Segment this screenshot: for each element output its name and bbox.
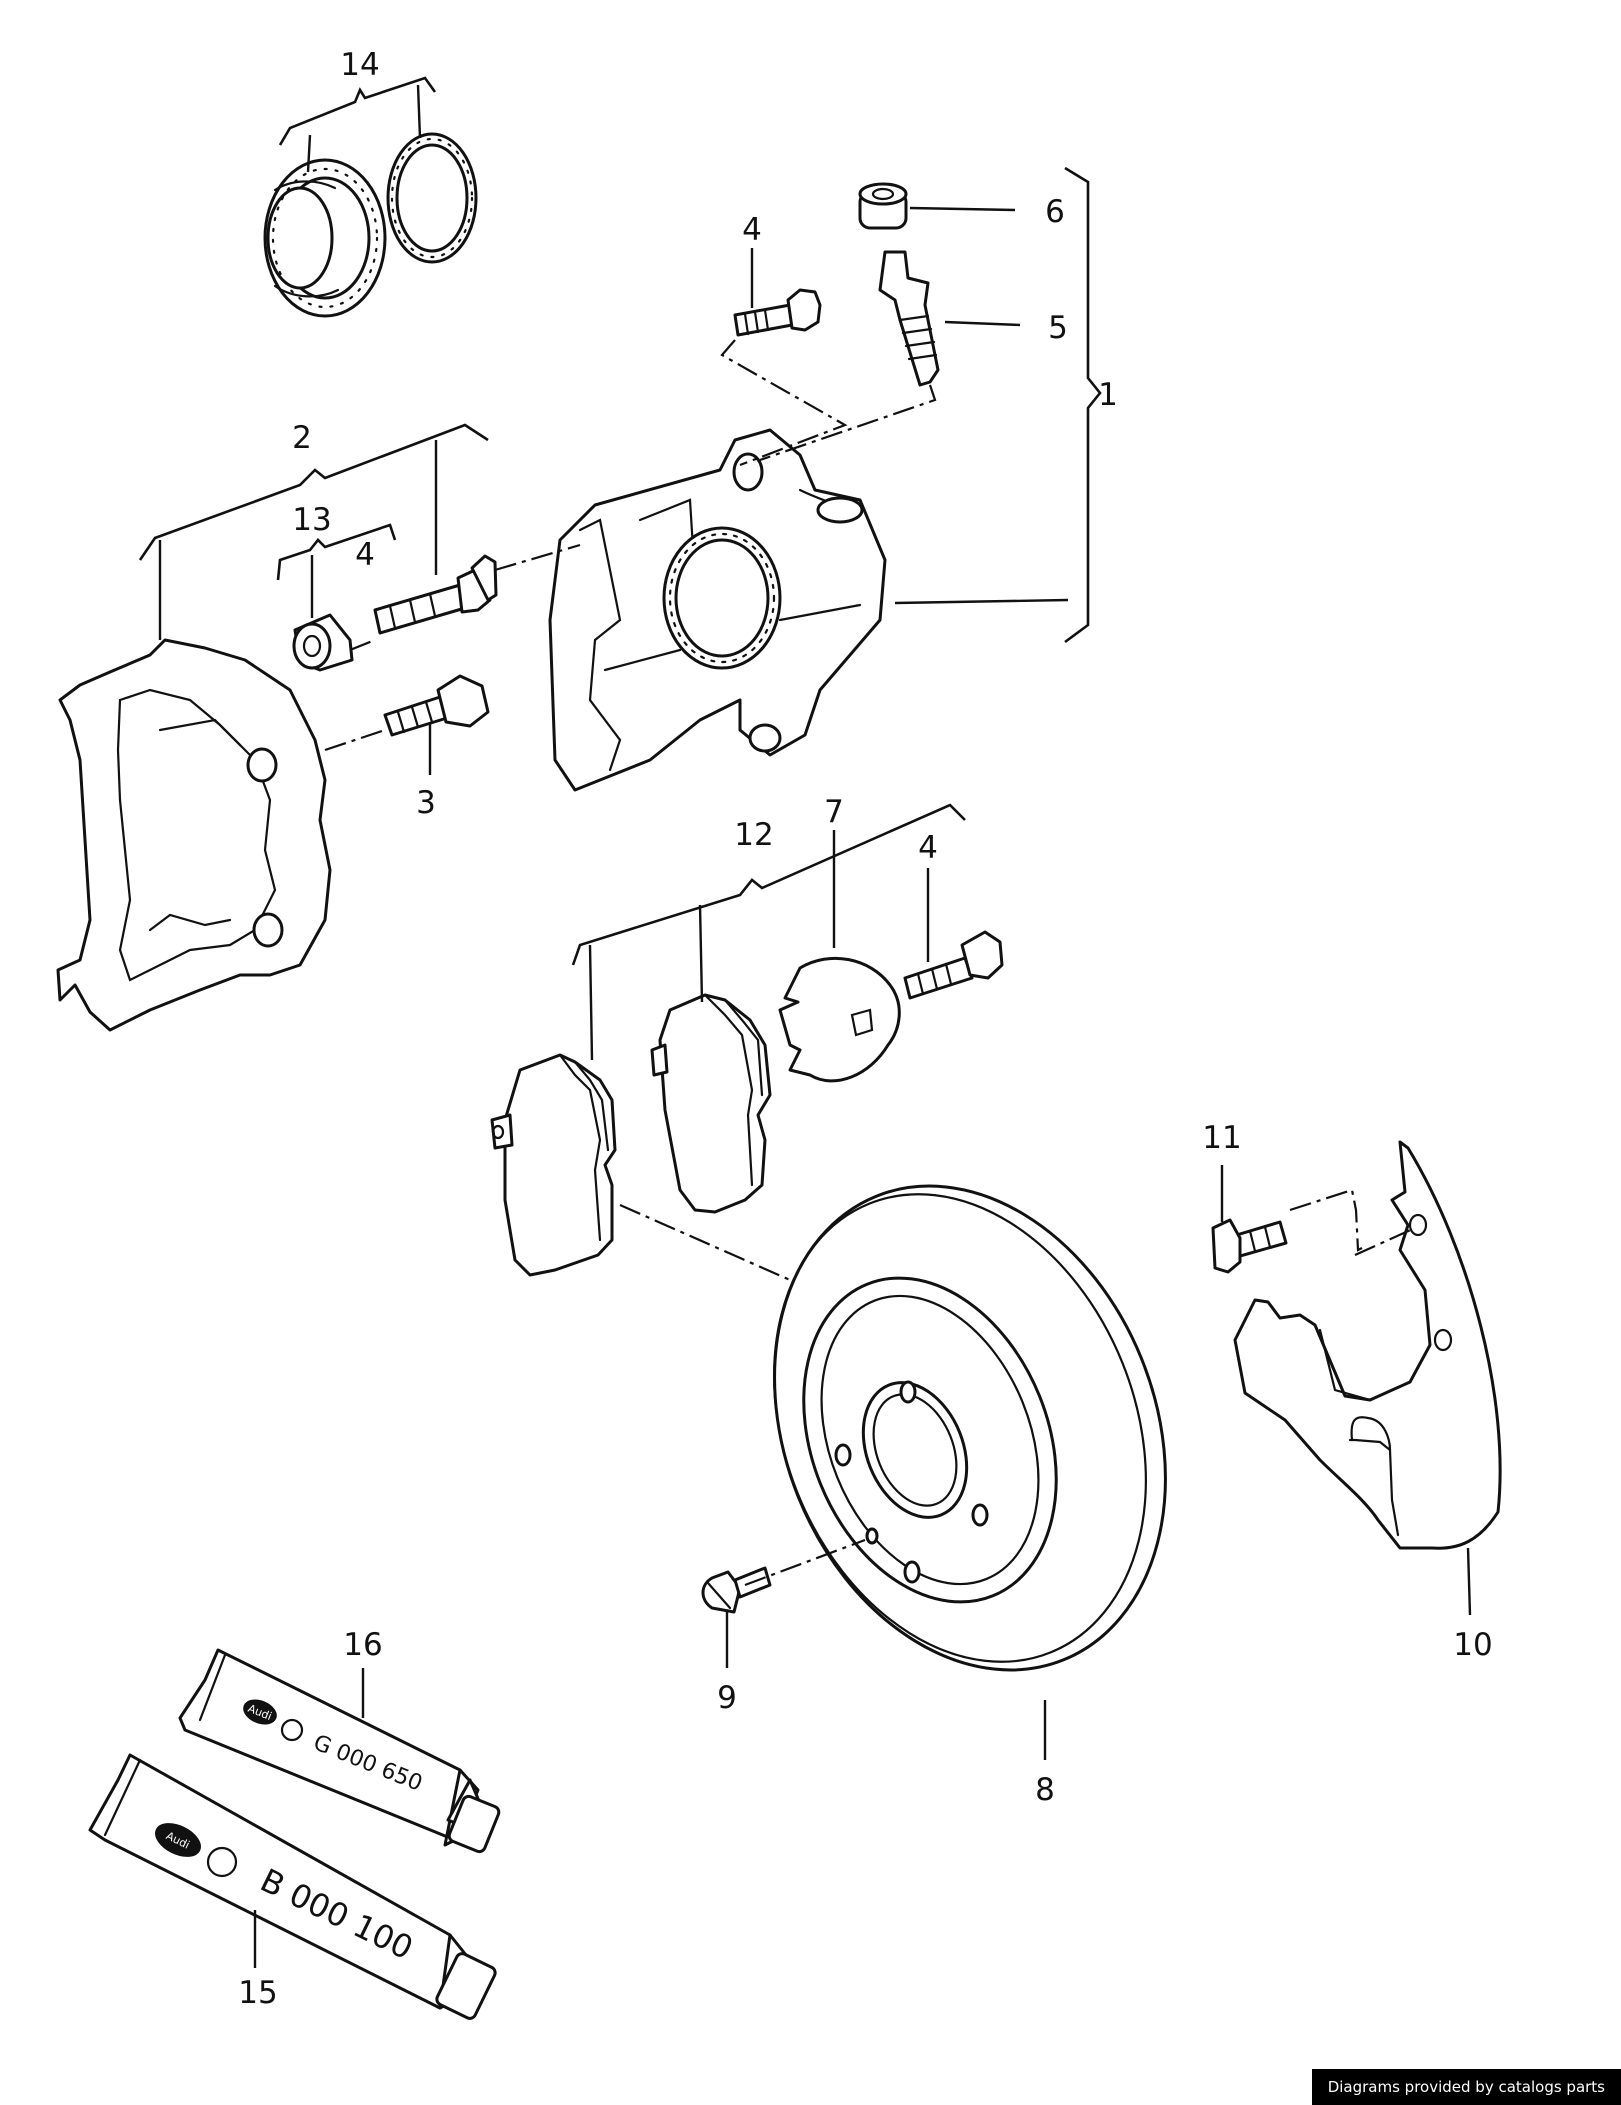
callout-16: 16: [343, 1627, 382, 1663]
brake-disc-part: [773, 1184, 1167, 1672]
brake-pad-inner-part: [650, 993, 772, 1214]
grease-tube-small-part: Audi G 000 650: [178, 1648, 501, 1854]
callout-6: 6: [1045, 194, 1065, 230]
bush-part: [292, 613, 354, 672]
credit-footer: Diagrams provided by catalogs parts: [1311, 2069, 1621, 2105]
seal-kit-part: [263, 132, 478, 318]
callout-7: 7: [824, 794, 844, 830]
callout-14: 14: [340, 47, 379, 83]
bleeder-cap-part: [858, 182, 908, 230]
grease-tube-large-part: Audi B 000 100: [88, 1753, 497, 2020]
bleeder-valve-part: [878, 250, 940, 387]
brake-pad-outer-part: [490, 1053, 617, 1277]
caliper-housing-part: [548, 428, 887, 792]
shim-plate-part: [778, 956, 901, 1083]
callout-labels: 14 6 4 5 1 2 13 4 3 12 7 4 11 10 9 8 16 …: [238, 47, 1492, 2011]
callout-12: 12: [734, 817, 773, 853]
mounting-bolt-part: [383, 674, 490, 737]
callout-10: 10: [1453, 1627, 1492, 1663]
callout-8: 8: [1035, 1772, 1055, 1808]
bolt-right-part: [903, 930, 1004, 1000]
callout-4-mid: 4: [355, 537, 375, 573]
callout-1: 1: [1098, 377, 1118, 413]
callout-13: 13: [292, 502, 331, 538]
callout-2: 2: [292, 420, 312, 456]
callout-11: 11: [1202, 1120, 1241, 1156]
countersunk-screw-part: [701, 1566, 772, 1614]
callout-9: 9: [717, 1680, 737, 1716]
guide-pin-part: [373, 554, 498, 635]
callout-4-right: 4: [918, 830, 938, 866]
callout-5: 5: [1048, 310, 1068, 346]
assembly-lines: [324, 339, 1416, 1587]
callout-4-top: 4: [742, 212, 762, 248]
caliper-carrier-part: [56, 638, 332, 1032]
splash-shield-part: [1233, 1140, 1502, 1550]
leader-lines: [138, 76, 1472, 1968]
splash-bolt-part: [1211, 1218, 1288, 1274]
callout-15: 15: [238, 1975, 277, 2011]
callout-3: 3: [416, 785, 436, 821]
bolt-top-part: [733, 288, 822, 337]
